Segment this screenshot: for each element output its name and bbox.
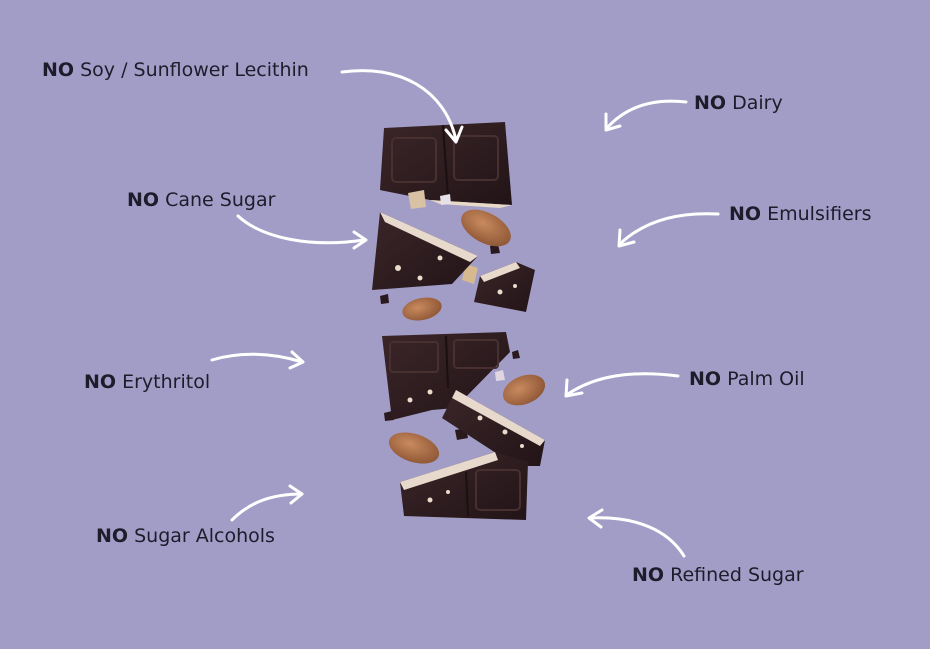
claim-text: Dairy [732,92,783,114]
arrow-emulsifiers [617,212,720,248]
almond [402,297,442,321]
claim-palm-oil: NO Palm Oil [689,367,805,391]
claim-sugar-alcohols: NO Sugar Alcohols [96,524,275,548]
claim-text: Erythritol [122,371,211,393]
almond [502,374,546,406]
arrow-dairy [604,99,688,132]
chocolate-piece-middle [382,332,510,420]
claim-text: Soy / Sunflower Lecithin [80,59,309,81]
arrow-soy [340,69,464,144]
claim-text: Sugar Alcohols [134,525,275,547]
claim-text: Emulsifiers [767,203,872,225]
claim-refined-sugar: NO Refined Sugar [632,563,804,587]
claim-text: Refined Sugar [670,564,804,586]
no-prefix: NO [689,368,722,390]
chocolate-piece-small [474,262,535,312]
crumbs [380,190,520,440]
chocolate-piece-bottom [400,452,528,520]
claim-text: Palm Oil [727,368,805,390]
no-prefix: NO [632,564,665,586]
chocolate-piece-top [380,122,512,208]
claim-erythritol: NO Erythritol [84,370,210,394]
claim-dairy: NO Dairy [694,91,783,115]
almond [461,209,511,247]
no-prefix: NO [694,92,727,114]
chocolate-piece-diagonal [442,390,545,466]
arrow-sugar-alcohols [230,484,304,522]
arrow-cane-sugar [236,214,368,250]
almond [388,432,440,464]
chocolate-piece-second [372,212,478,290]
no-prefix: NO [729,203,762,225]
claim-cane-sugar: NO Cane Sugar [127,188,275,212]
arrow-erythritol [210,350,305,370]
no-prefix: NO [84,371,117,393]
arrow-palm-oil [564,372,680,398]
claim-soy-lecithin: NO Soy / Sunflower Lecithin [42,58,309,82]
arrow-refined-sugar [587,508,686,558]
no-prefix: NO [96,525,129,547]
claim-emulsifiers: NO Emulsifiers [729,202,872,226]
no-prefix: NO [127,189,160,211]
claim-text: Cane Sugar [165,189,276,211]
no-prefix: NO [42,59,75,81]
